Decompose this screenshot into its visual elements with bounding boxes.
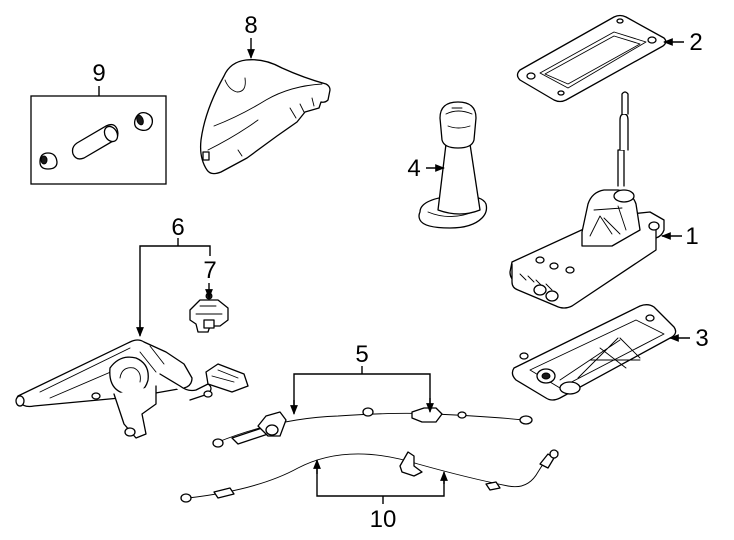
part-9-bushing-kit (30, 95, 167, 185)
callout-9: 9 (92, 60, 105, 87)
callout-3: 3 (695, 325, 708, 352)
callout-10: 10 (370, 506, 397, 533)
callout-6: 6 (171, 214, 184, 241)
callout-7: 7 (203, 257, 216, 284)
part-1-shifter-assembly (509, 91, 665, 309)
part-4-shift-knob (418, 101, 488, 229)
callout-8: 8 (244, 12, 257, 39)
part-2-gasket-plate (516, 14, 667, 103)
leader-lines (98, 38, 690, 504)
part-6-parking-brake-lever (15, 339, 249, 439)
callout-5: 5 (355, 341, 368, 368)
part-5-shift-cable (212, 407, 533, 448)
part-7-switch (189, 292, 229, 333)
part-10-release-cable (180, 449, 559, 503)
part-8-boot-cover (199, 59, 331, 175)
callout-2: 2 (689, 29, 702, 56)
part-3-base-tray (511, 304, 677, 401)
callout-1: 1 (685, 223, 698, 250)
callout-4: 4 (407, 155, 420, 182)
